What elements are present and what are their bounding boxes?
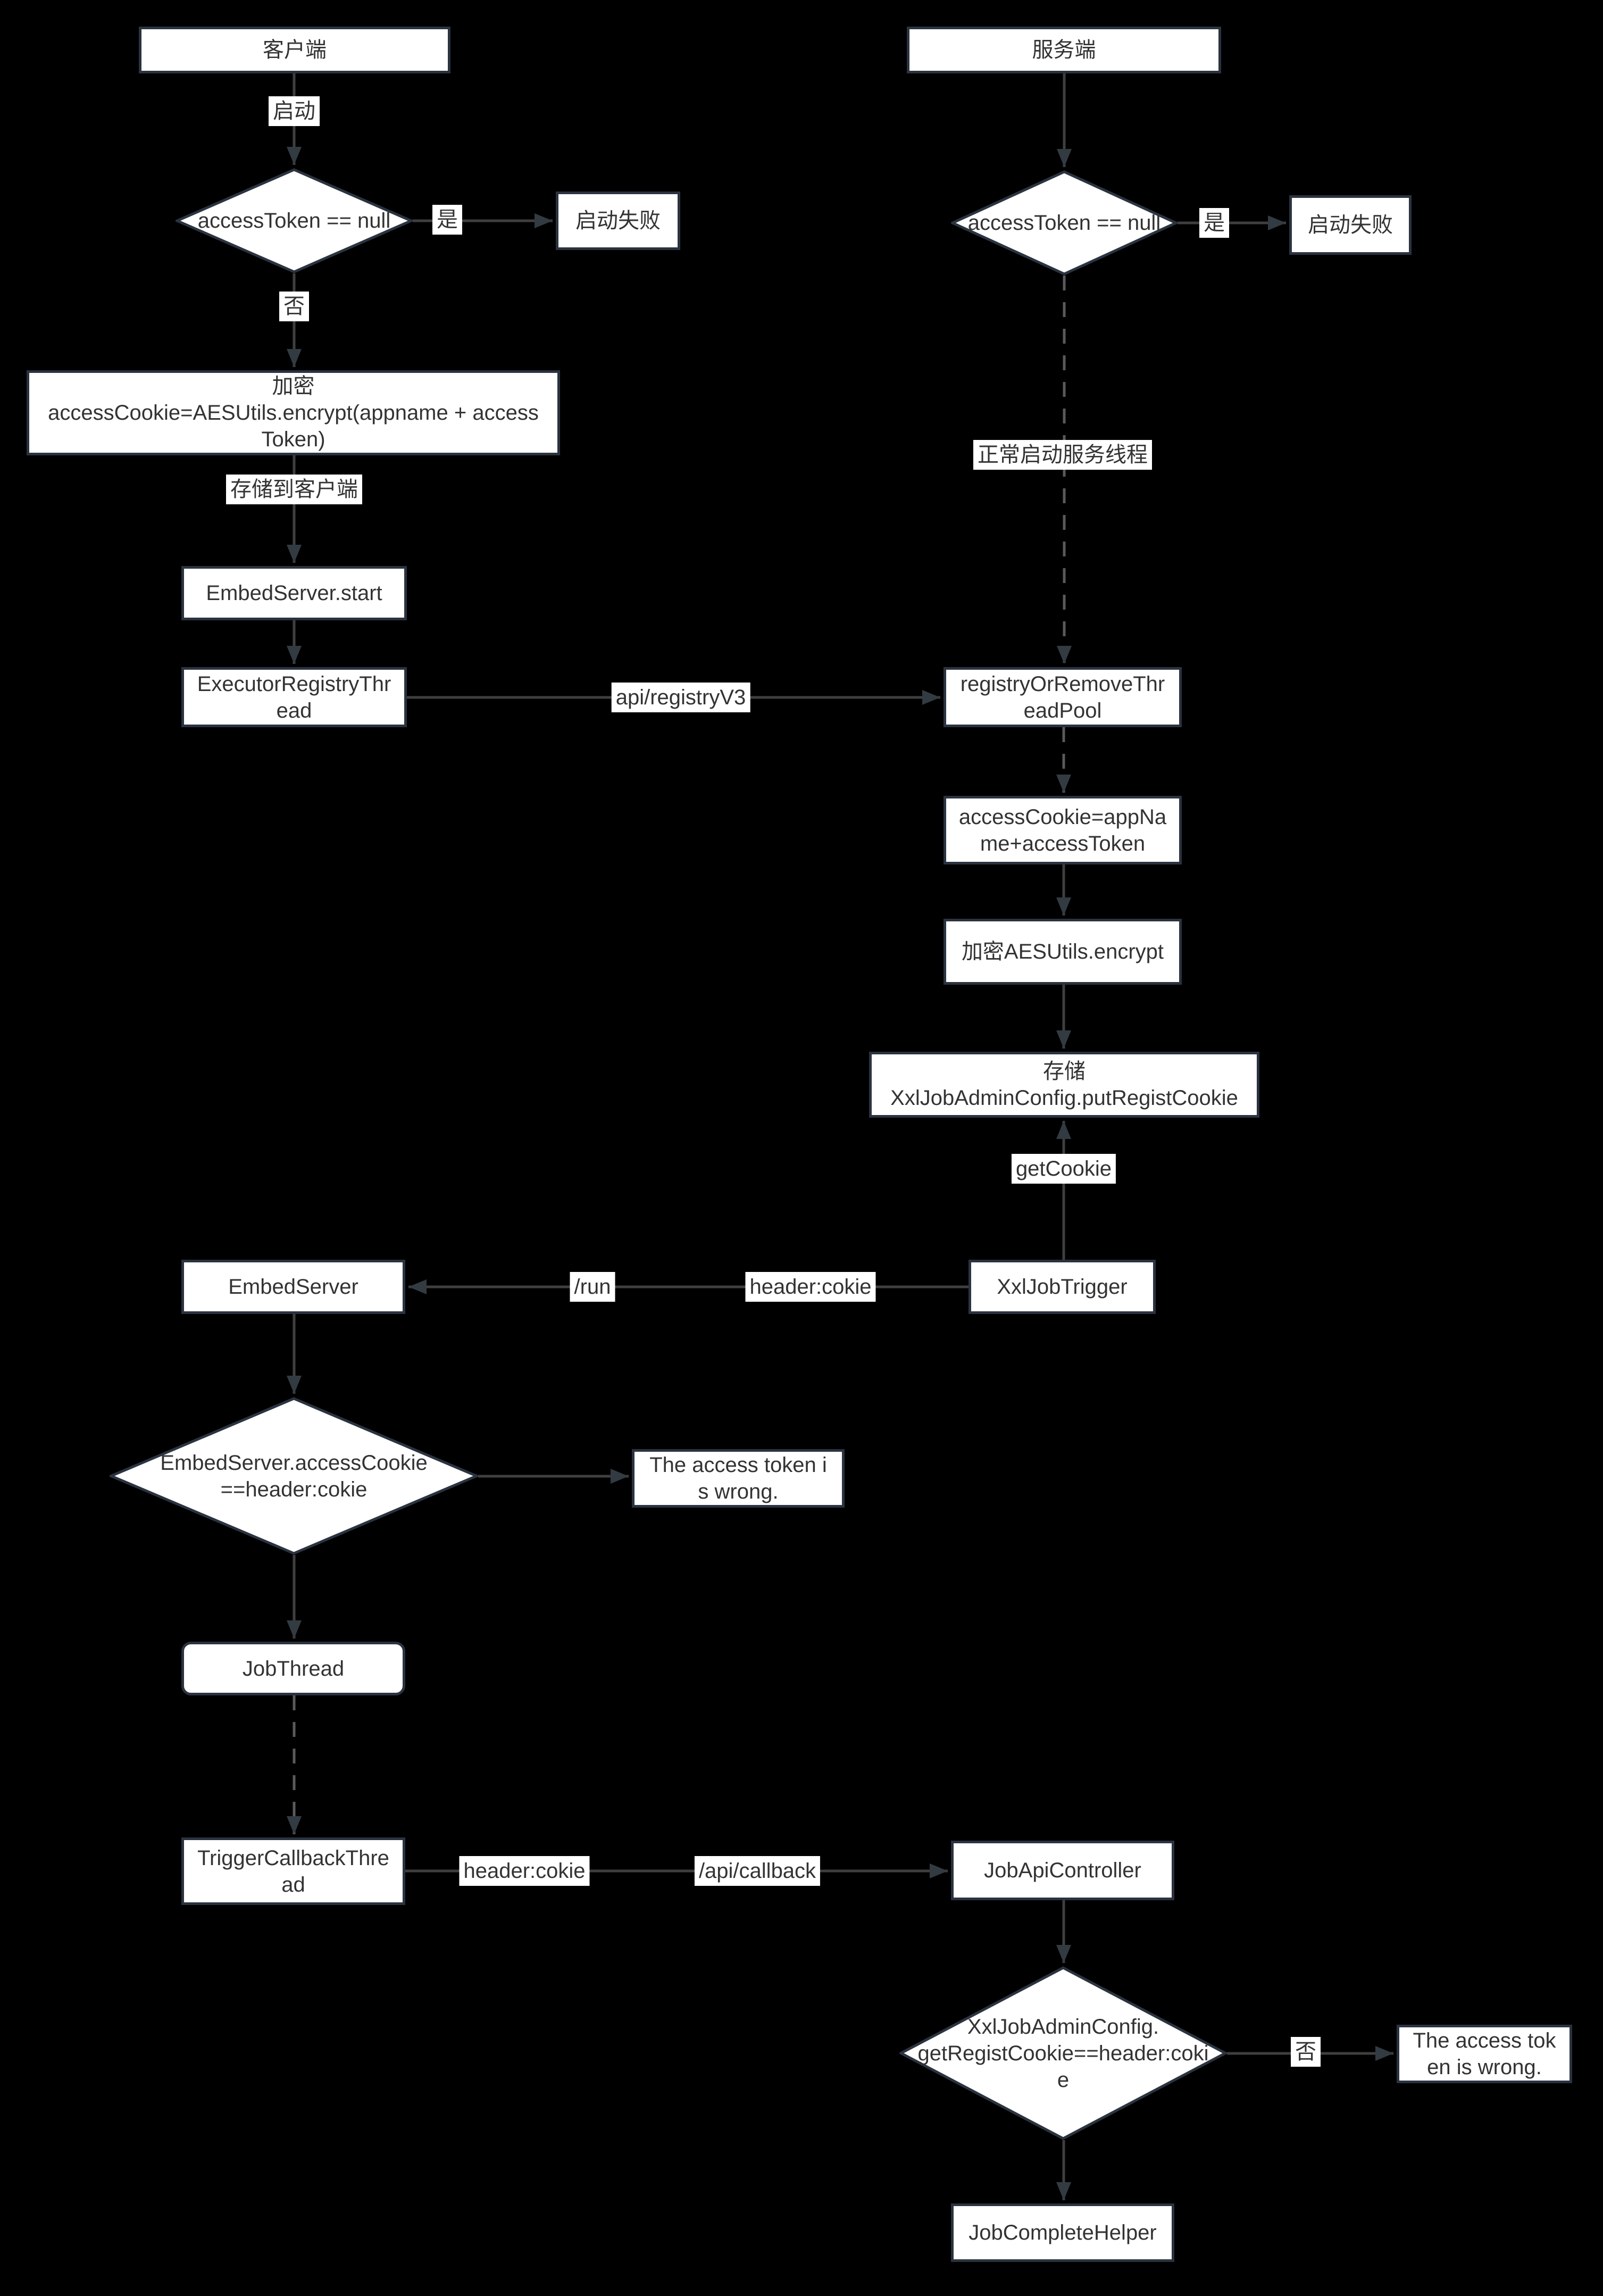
edge-label-yes-left: 是 xyxy=(432,205,462,235)
decision-cookie-check: EmbedServer.accessCookie ==header:cokie xyxy=(110,1397,478,1555)
node-server-start-fail: 启动失败 xyxy=(1289,195,1412,255)
decision-label: EmbedServer.accessCookie ==header:cokie xyxy=(160,1451,428,1501)
edge-label-start: 启动 xyxy=(269,96,320,126)
node-access-cookie: accessCookie=appNa me+accessToken xyxy=(944,796,1182,864)
edge-label-api-callback: /api/callback xyxy=(694,1856,821,1886)
decision-label: accessToken == null xyxy=(967,211,1161,235)
edge-label-no-left: 否 xyxy=(279,292,309,321)
diamond-shape xyxy=(110,1397,478,1555)
node-client-title: 客户端 xyxy=(139,27,450,73)
edge-label-normal-start: 正常启动服务线程 xyxy=(973,440,1152,470)
decision-regist-cookie-check: XxlJobAdminConfig. getRegistCookie==head… xyxy=(899,1966,1227,2140)
node-token-wrong-left: The access token i s wrong. xyxy=(632,1449,845,1508)
node-embedserver-start: EmbedServer.start xyxy=(181,566,407,620)
edge-label-api-registry: api/registryV3 xyxy=(611,683,750,712)
diamond-shape xyxy=(899,1966,1227,2140)
decision-client-accesstoken-null: accessToken == null xyxy=(176,168,413,273)
edge-label-header-cookie-callback: header:cokie xyxy=(459,1856,590,1886)
edge-label-getcookie: getCookie xyxy=(1011,1154,1116,1184)
edge-label-yes-right: 是 xyxy=(1199,208,1229,238)
decision-label: accessToken == null xyxy=(197,209,391,232)
node-client-encrypt: 加密 accessCookie=AESUtils.encrypt(appname… xyxy=(27,370,560,455)
edge-label-header-cookie-run: header:cokie xyxy=(745,1272,876,1302)
edge-label-run: /run xyxy=(570,1272,615,1302)
node-server-title: 服务端 xyxy=(907,27,1221,73)
diamond-shape xyxy=(951,170,1178,276)
decision-server-accesstoken-null: accessToken == null xyxy=(951,170,1178,276)
node-job-api-controller: JobApiController xyxy=(951,1841,1174,1900)
node-aes-encrypt: 加密AESUtils.encrypt xyxy=(944,919,1182,985)
node-xxl-job-trigger: XxlJobTrigger xyxy=(969,1260,1156,1314)
node-registry-pool: registryOrRemoveThr eadPool xyxy=(944,667,1182,727)
node-job-thread: JobThread xyxy=(181,1642,405,1695)
node-embedserver: EmbedServer xyxy=(181,1260,405,1314)
node-executor-registry-thread: ExecutorRegistryThr ead xyxy=(181,667,407,727)
decision-label: XxlJobAdminConfig. getRegistCookie==head… xyxy=(917,2015,1209,2092)
node-job-complete-helper: JobCompleteHelper xyxy=(951,2203,1174,2262)
edge-label-no-right: 否 xyxy=(1291,2037,1321,2067)
node-trigger-callback-thread: TriggerCallbackThre ad xyxy=(181,1837,405,1905)
node-put-regist-cookie: 存储 XxlJobAdminConfig.putRegistCookie xyxy=(869,1052,1259,1118)
node-token-wrong-right: The access tok en is wrong. xyxy=(1397,2025,1572,2083)
diamond-shape xyxy=(176,168,413,273)
node-client-start-fail: 启动失败 xyxy=(556,192,680,250)
edge-label-store-client: 存储到客户端 xyxy=(226,475,362,504)
